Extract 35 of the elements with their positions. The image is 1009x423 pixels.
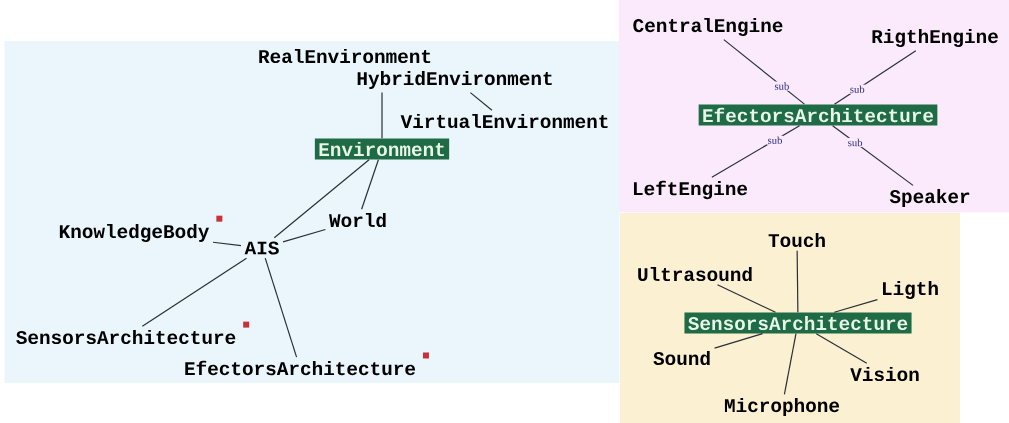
connector-line (264, 257, 298, 358)
edge-label: sub (773, 81, 791, 91)
connector-line (723, 39, 806, 105)
connector-line (833, 50, 917, 105)
concept-label: Speaker (886, 185, 974, 211)
concept-label: RigthEngine (867, 25, 1003, 51)
connector-line (796, 250, 799, 313)
connector-line (832, 125, 914, 186)
connector-line (783, 333, 797, 395)
edge-label: sub (766, 135, 784, 145)
connector-line (141, 257, 248, 327)
connector-line (469, 92, 493, 111)
concept-label: VirtualEnvironment (397, 110, 613, 132)
edge-label: sub (849, 84, 866, 94)
concept-label: AIS (241, 238, 283, 258)
concept-label: SensorsArchitecture (12, 326, 240, 348)
connector-line (381, 92, 383, 139)
concept-label: Microphone (720, 394, 844, 420)
concept-label: CentralEngine (629, 14, 787, 40)
connector-line (711, 125, 801, 178)
connector-line (361, 159, 379, 210)
concept-label: LeftEngine (628, 177, 752, 203)
connector-line (212, 241, 242, 247)
connector-line (833, 299, 878, 313)
connector-line (716, 284, 777, 313)
connector-line (273, 159, 370, 239)
highlighted-concept-box: EfectorsArchitecture (698, 104, 938, 126)
concept-label: EfectorsArchitecture (180, 357, 420, 379)
concept-label: HybridEnvironment (353, 67, 557, 93)
highlighted-concept-box: SensorsArchitecture (684, 312, 912, 334)
edge-label: sub (846, 137, 864, 148)
concept-label: KnowledgeBody (55, 220, 213, 246)
connector-line (714, 333, 764, 349)
connector-line (815, 333, 868, 364)
connector-line (282, 228, 326, 243)
